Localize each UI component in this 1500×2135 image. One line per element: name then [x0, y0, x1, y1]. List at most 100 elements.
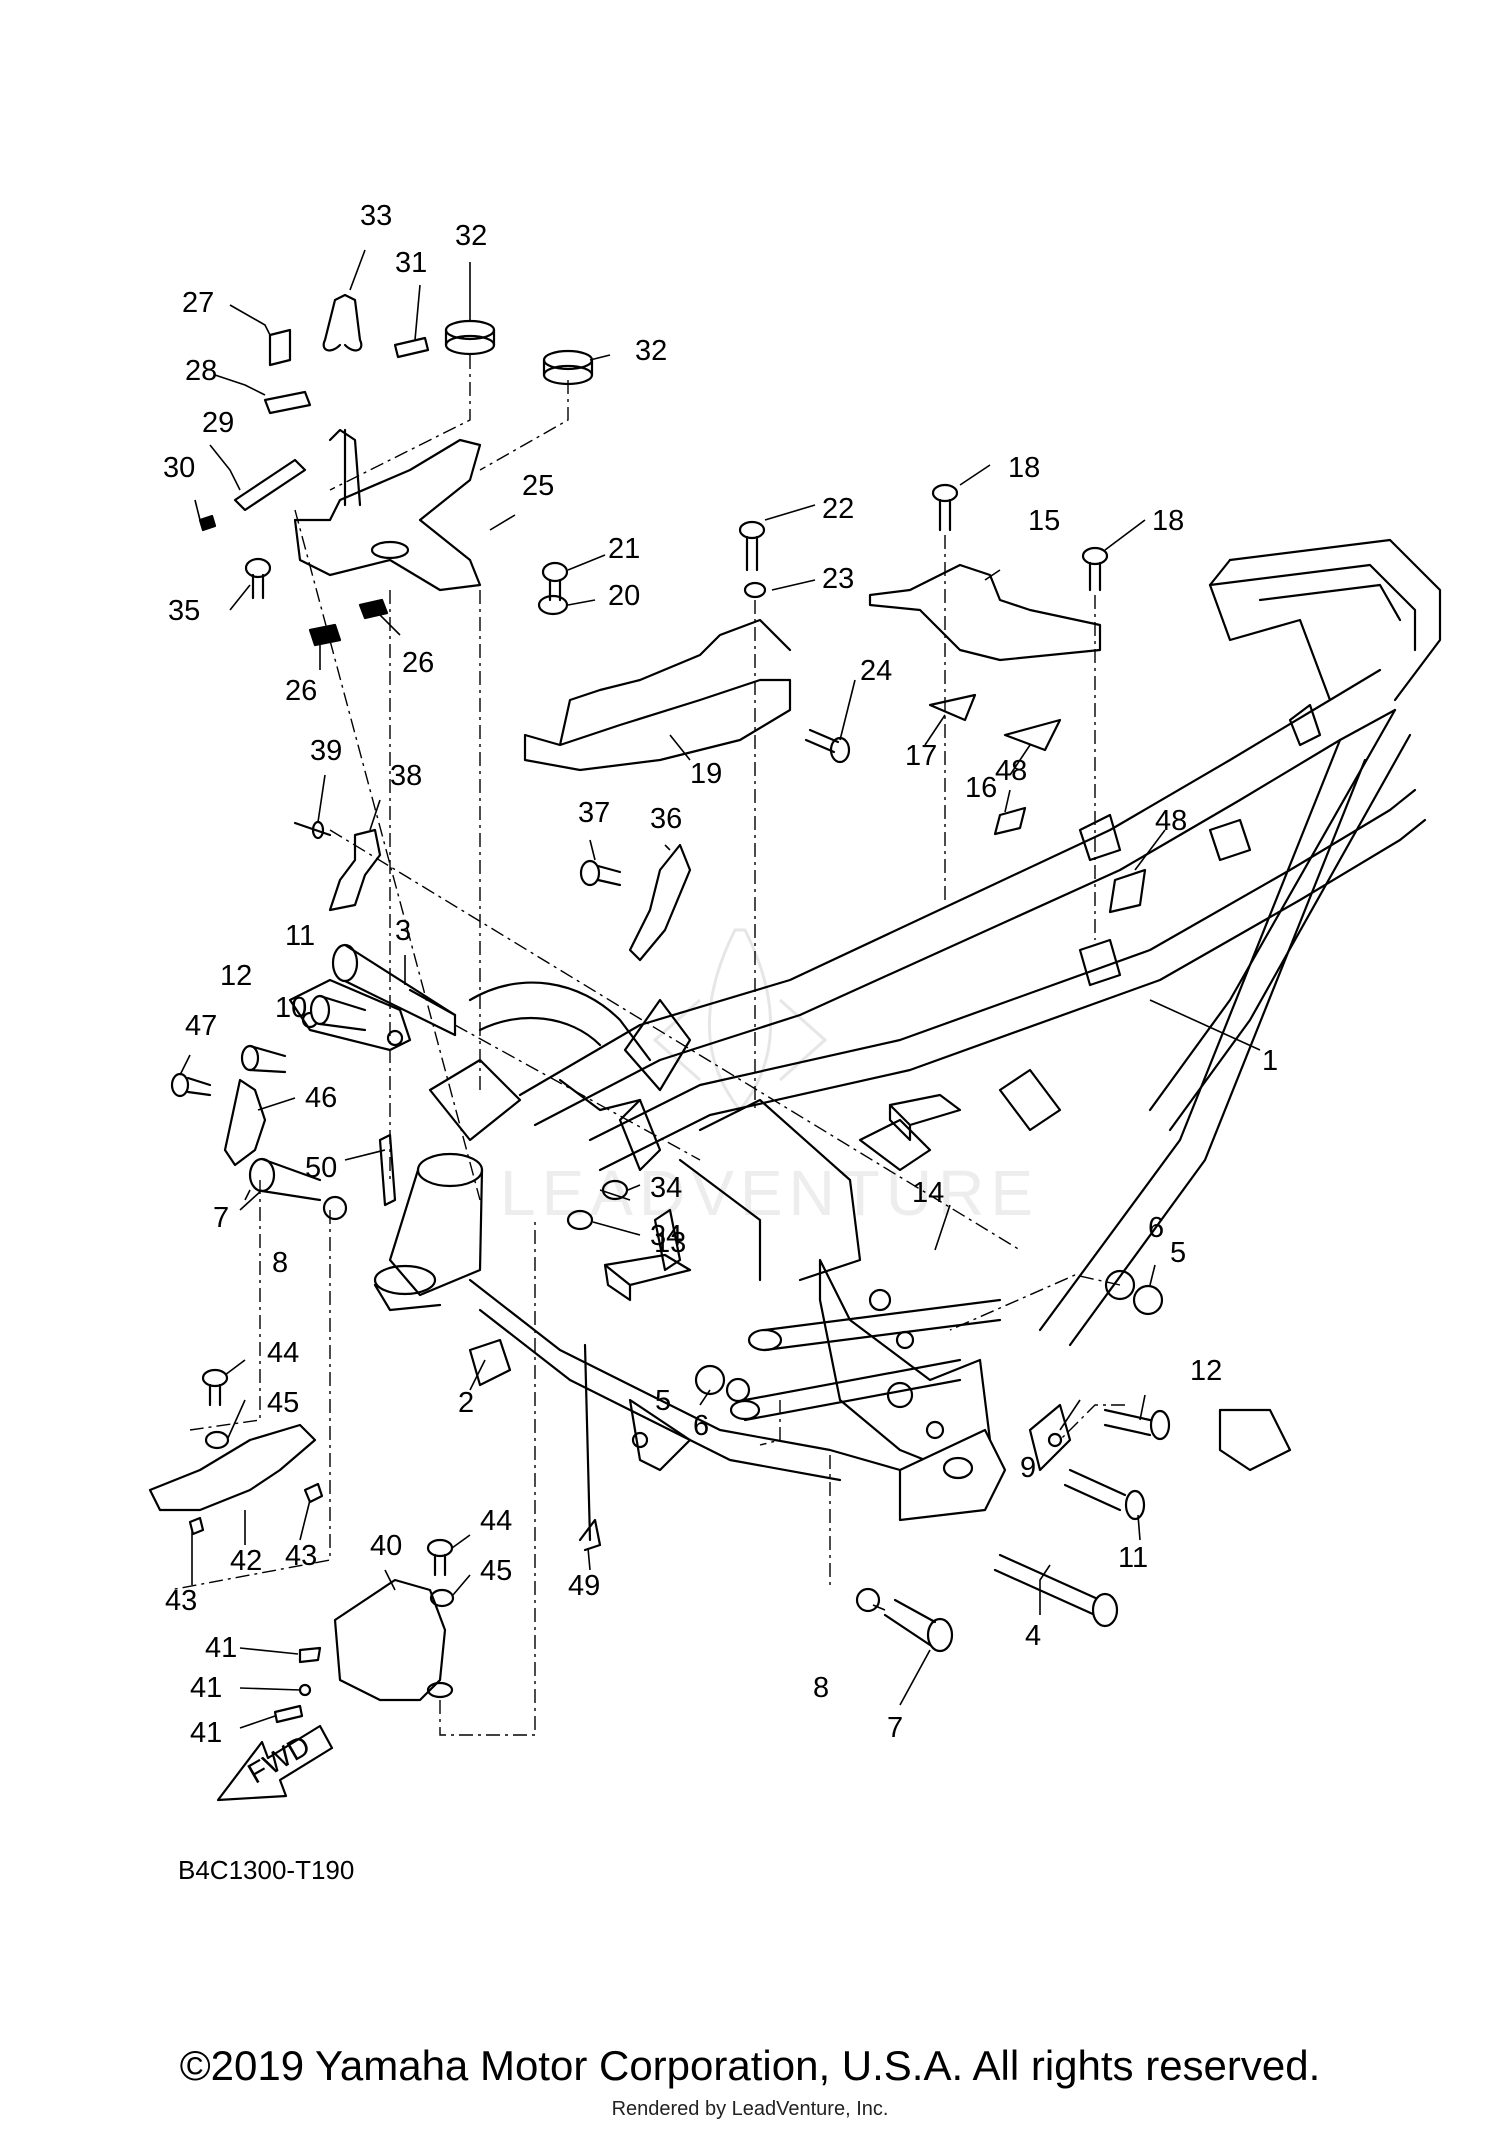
- part-12-bolt-right: [1103, 1408, 1171, 1441]
- part-34-nut-a: [601, 1179, 629, 1201]
- callout-24: 24: [860, 655, 892, 687]
- part-32-cap-a: [444, 319, 496, 356]
- alignment-dash-lines: [169, 355, 1125, 1736]
- part-46-bracket: [223, 1078, 267, 1167]
- callout-26-a: 26: [285, 675, 317, 707]
- part-33-band: [322, 293, 363, 352]
- part-41-pad-a: [298, 1646, 322, 1664]
- callout-30: 30: [163, 452, 195, 484]
- part-19-tray: [523, 618, 792, 772]
- part-41-pad-b: [298, 1683, 312, 1697]
- callout-50: 50: [305, 1152, 337, 1184]
- part-21-bolt: [541, 561, 569, 602]
- callout-32-a: 32: [455, 220, 487, 252]
- part-48-pad-b: [1108, 868, 1147, 914]
- callout-9: 9: [1020, 1452, 1036, 1484]
- callout-33: 33: [360, 200, 392, 232]
- callout-11-left: 11: [285, 920, 315, 952]
- part-8-washer-lower: [855, 1587, 881, 1613]
- rendered-by-notice: Rendered by LeadVenture, Inc.: [611, 2098, 889, 2120]
- part-5-nut-lower: [694, 1364, 726, 1396]
- part-50-pad: [378, 1133, 397, 1207]
- callout-12-right: 12: [1190, 1355, 1222, 1387]
- part-15-bracket: [868, 563, 1102, 662]
- callout-16: 16: [965, 772, 997, 804]
- callout-37: 37: [578, 797, 610, 829]
- callout-31: 31: [395, 247, 427, 279]
- part-44-bolt-a: [201, 1368, 229, 1407]
- part-6-washer-lower: [725, 1377, 751, 1403]
- main-frame: [373, 538, 1442, 1522]
- part-5-nut-right: [1132, 1284, 1164, 1316]
- part-2-bracket: [468, 1338, 512, 1387]
- part-24-bolt: [804, 728, 851, 764]
- part-48-pad-a: [993, 806, 1027, 836]
- callout-48-b: 48: [1155, 805, 1187, 837]
- callout-5-lower: 5: [655, 1385, 671, 1417]
- callout-43-a: 43: [285, 1540, 317, 1572]
- callout-32-b: 32: [635, 335, 667, 367]
- part-12-bolt-left: [240, 1044, 287, 1074]
- leader-lines: [179, 249, 1261, 1729]
- part-14-pad: [888, 1093, 962, 1142]
- part-17-pad: [928, 693, 977, 722]
- callout-43-b: 43: [165, 1585, 197, 1617]
- part-11-bolt-left: [309, 994, 367, 1032]
- part-22-bolt: [738, 520, 766, 572]
- callout-44-a: 44: [267, 1337, 299, 1369]
- part-42-guard: [148, 1423, 317, 1512]
- callout-48-a: 48: [995, 755, 1027, 787]
- callout-18-b: 18: [1152, 505, 1184, 537]
- callout-8-lower: 8: [813, 1672, 829, 1704]
- frame-assembly-drawing: FWD: [148, 293, 1442, 1802]
- part-44-bolt-b: [426, 1538, 454, 1577]
- callout-34-b: 34: [650, 1220, 682, 1252]
- diagram-code: B4C1300-T190: [178, 1855, 355, 1885]
- callout-49: 49: [568, 1570, 600, 1602]
- callout-13: 13: [654, 1227, 686, 1259]
- callout-11-right: 11: [1118, 1542, 1148, 1574]
- callout-45-b: 45: [480, 1555, 512, 1587]
- part-27-pad: [268, 328, 292, 367]
- part-43-clip-a: [303, 1482, 324, 1504]
- callout-6-lower: 6: [693, 1410, 709, 1442]
- part-20-collar: [537, 594, 569, 616]
- part-30-pad: [198, 514, 217, 532]
- part-28-pad: [263, 390, 312, 415]
- callout-7-lower: 7: [887, 1712, 903, 1744]
- callout-41-c: 41: [190, 1717, 222, 1749]
- callout-22: 22: [822, 493, 854, 525]
- callout-35: 35: [168, 595, 200, 627]
- callout-7-left: 7: [213, 1202, 229, 1234]
- part-43-clip-b: [188, 1516, 205, 1536]
- part-37-bolt: [579, 859, 622, 887]
- callout-42: 42: [230, 1545, 262, 1577]
- watermark-logo: LEADVENTURE: [500, 928, 1039, 1229]
- part-8-washer-left: [322, 1195, 348, 1221]
- callout-39: 39: [310, 735, 342, 767]
- callout-17: 17: [905, 740, 937, 772]
- part-10-bracket: [288, 978, 412, 1052]
- part-9-bracket: [1028, 1403, 1072, 1472]
- callout-labels: 1 2 3 4 5 5 6 6 7 7 8 8 9 10 11 11 12 12…: [163, 200, 1278, 1749]
- part-4-bolt: [993, 1553, 1119, 1628]
- callout-44-b: 44: [480, 1505, 512, 1537]
- fwd-arrow-icon: FWD: [216, 1724, 334, 1802]
- part-45-washer-b: [429, 1588, 455, 1608]
- part-32-cap-b: [542, 349, 594, 386]
- callout-26-b: 26: [402, 647, 434, 679]
- part-6-washer-right: [1104, 1269, 1136, 1301]
- callout-18-a: 18: [1008, 452, 1040, 484]
- callout-6-right: 6: [1148, 1212, 1164, 1244]
- callout-28: 28: [185, 355, 217, 387]
- part-18-bolt-b: [1081, 546, 1109, 592]
- part-34-nut-b: [566, 1209, 594, 1231]
- callout-47: 47: [185, 1010, 217, 1042]
- callout-1: 1: [1262, 1045, 1278, 1077]
- watermark-text: LEADVENTURE: [500, 1157, 1039, 1229]
- callout-40: 40: [370, 1530, 402, 1562]
- callout-25: 25: [522, 470, 554, 502]
- callout-38: 38: [390, 760, 422, 792]
- callout-20: 20: [608, 580, 640, 612]
- part-29-pad: [233, 458, 307, 512]
